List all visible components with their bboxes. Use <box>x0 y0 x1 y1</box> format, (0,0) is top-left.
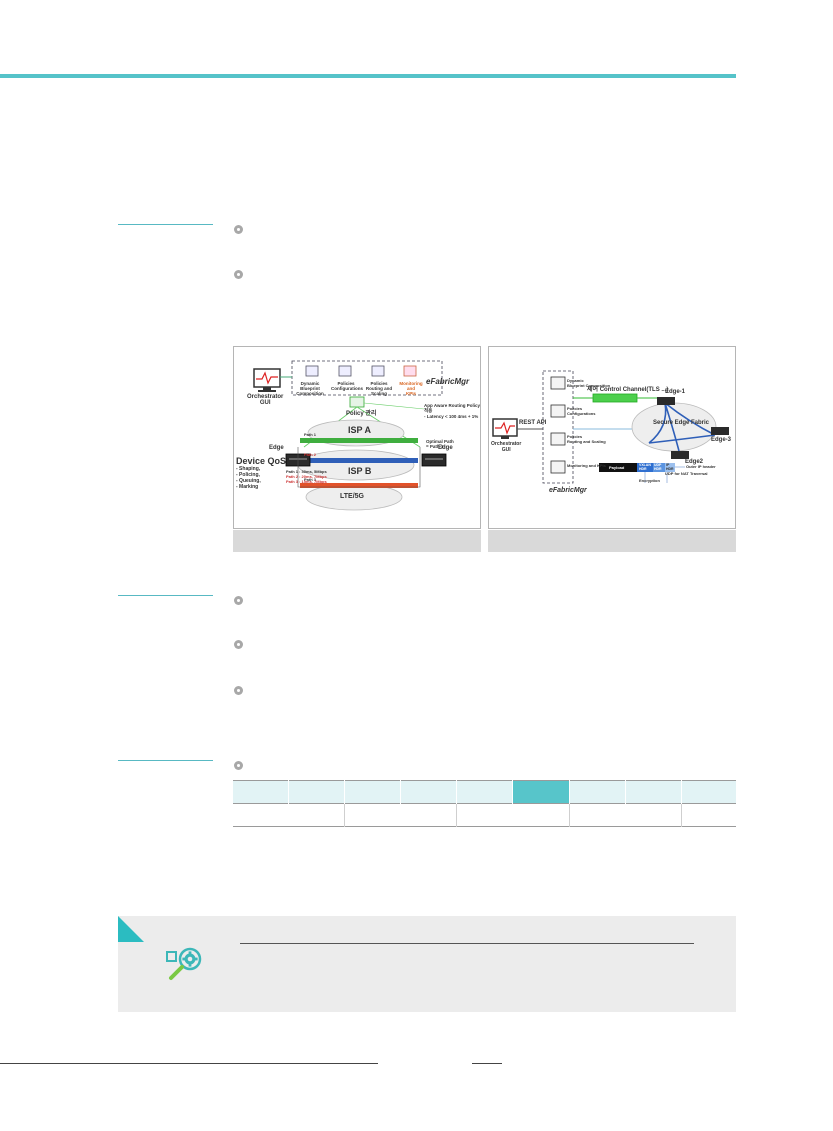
table-header-cell <box>681 780 736 804</box>
table-cell <box>233 803 346 827</box>
router-icon <box>711 427 729 435</box>
figure-right-caption <box>488 530 736 552</box>
path-label: Path 3 <box>304 477 317 482</box>
path-label: Path 2 <box>304 452 317 457</box>
spec-table <box>233 780 736 827</box>
brand-label: eFabricMgr <box>549 487 587 494</box>
path-label: Path 1 <box>304 432 317 437</box>
packet-segment: IP HDR <box>666 463 674 471</box>
isp-a-label: ISP A <box>348 425 372 435</box>
section-2-rule <box>118 595 213 596</box>
function-label: Policies Routing and Scaling <box>365 381 393 396</box>
figure-left: Orchestrator GUI Dynamic Blueprint Compo… <box>233 346 481 529</box>
path-metric: Path 1 : 30ms, 5Mbps <box>286 469 327 474</box>
note-box <box>118 916 736 1012</box>
footer-rule <box>0 1063 378 1064</box>
table-cell <box>344 803 458 827</box>
packet-note: Encryption <box>639 478 660 483</box>
packet-segment: VXLAN HDR <box>639 463 651 471</box>
bullet-icon <box>234 225 243 234</box>
path-metric: Path 2 : 20ms, 7Mbps <box>286 474 327 479</box>
section-3-rule <box>118 760 213 761</box>
table-header-cell <box>344 780 402 804</box>
note-rule <box>240 943 694 944</box>
figure-left-caption <box>233 530 481 552</box>
table-header-cell <box>233 780 290 804</box>
packet-segment: UDP HDR <box>654 463 662 471</box>
magnifier-gear-icon <box>165 946 205 982</box>
orchestrator-label: Orchestrator GUI <box>491 441 522 453</box>
packet-note: Outer IP header <box>686 464 716 469</box>
router-icon <box>671 451 689 459</box>
edge-label: Edge2 <box>685 459 704 465</box>
function-label: Dynamic Blueprint Composition <box>296 381 324 396</box>
edge-label: Edge <box>269 445 284 451</box>
section-1-rule <box>118 224 213 225</box>
rest-api-label: REST API <box>519 420 547 426</box>
bullet-icon <box>234 640 243 649</box>
packet-segment: Payload <box>609 465 625 470</box>
device-qos-items: - Shaping, - Policing, - Queuing, - Mark… <box>236 466 261 490</box>
isp-b-label: ISP B <box>348 466 372 476</box>
function-label: Monitoring and KPIs <box>567 463 606 468</box>
monitor-icon <box>253 368 281 392</box>
table-header-cell <box>400 780 458 804</box>
cloud-icon <box>297 419 415 511</box>
edge-label: Edge-1 <box>665 389 686 395</box>
figure-right: Orchestrator GUI REST API Dynamic Bluepr… <box>488 346 736 529</box>
table-cell <box>569 803 682 827</box>
table-cell <box>681 804 736 827</box>
router-icon <box>421 453 447 467</box>
orchestrator-label: Orchestrator GUI <box>247 394 284 406</box>
control-channel-label: 제어 Control Channel(TLS ...) <box>587 387 669 393</box>
table-cell <box>456 803 570 827</box>
edge-label: Edge <box>438 445 453 451</box>
monitor-icon <box>492 418 518 439</box>
edge-label: Edge-3 <box>711 437 732 443</box>
footer-rule-short <box>472 1063 502 1064</box>
table-header-cell <box>625 780 682 804</box>
function-label: Monitoring and KPIs <box>399 381 423 396</box>
function-label: Dynamic Blueprint Composition <box>567 378 611 388</box>
table-header-cell <box>569 780 626 804</box>
fabric-label: Secure Edge Fabric <box>653 420 710 426</box>
lte-label: LTE/5G <box>340 493 364 500</box>
device-qos-title: Device QoS <box>236 456 287 466</box>
function-label: Policies Configurations <box>331 381 363 391</box>
bullet-icon <box>234 761 243 770</box>
brand-label: eFabricMgr <box>426 377 470 386</box>
figure-left-diagram <box>253 360 447 511</box>
bullet-icon <box>234 596 243 605</box>
figure-right-diagram <box>492 370 729 484</box>
policy-note: App Aware Routing Policy 적용 - Latency < … <box>424 403 481 419</box>
packet-note: UDP for NAT Traversal <box>665 471 708 476</box>
bullet-icon <box>234 686 243 695</box>
function-label: Policies Routing and Scaling <box>567 434 606 444</box>
table-header-cell <box>288 780 346 804</box>
corner-triangle-icon <box>118 916 144 942</box>
optimal-path-label: Optimal Path = Path 1 <box>426 439 454 449</box>
path-metric: Path 3 : 15ms, 7Mbps <box>286 479 327 484</box>
policy-label: Policy 관리 <box>346 411 377 417</box>
header-rule <box>0 74 736 78</box>
router-icon <box>657 397 675 405</box>
function-label: Policies Configurations <box>567 406 596 416</box>
table-header-cell <box>456 780 514 804</box>
table-header-cell-highlight <box>512 780 570 804</box>
bullet-icon <box>234 270 243 279</box>
